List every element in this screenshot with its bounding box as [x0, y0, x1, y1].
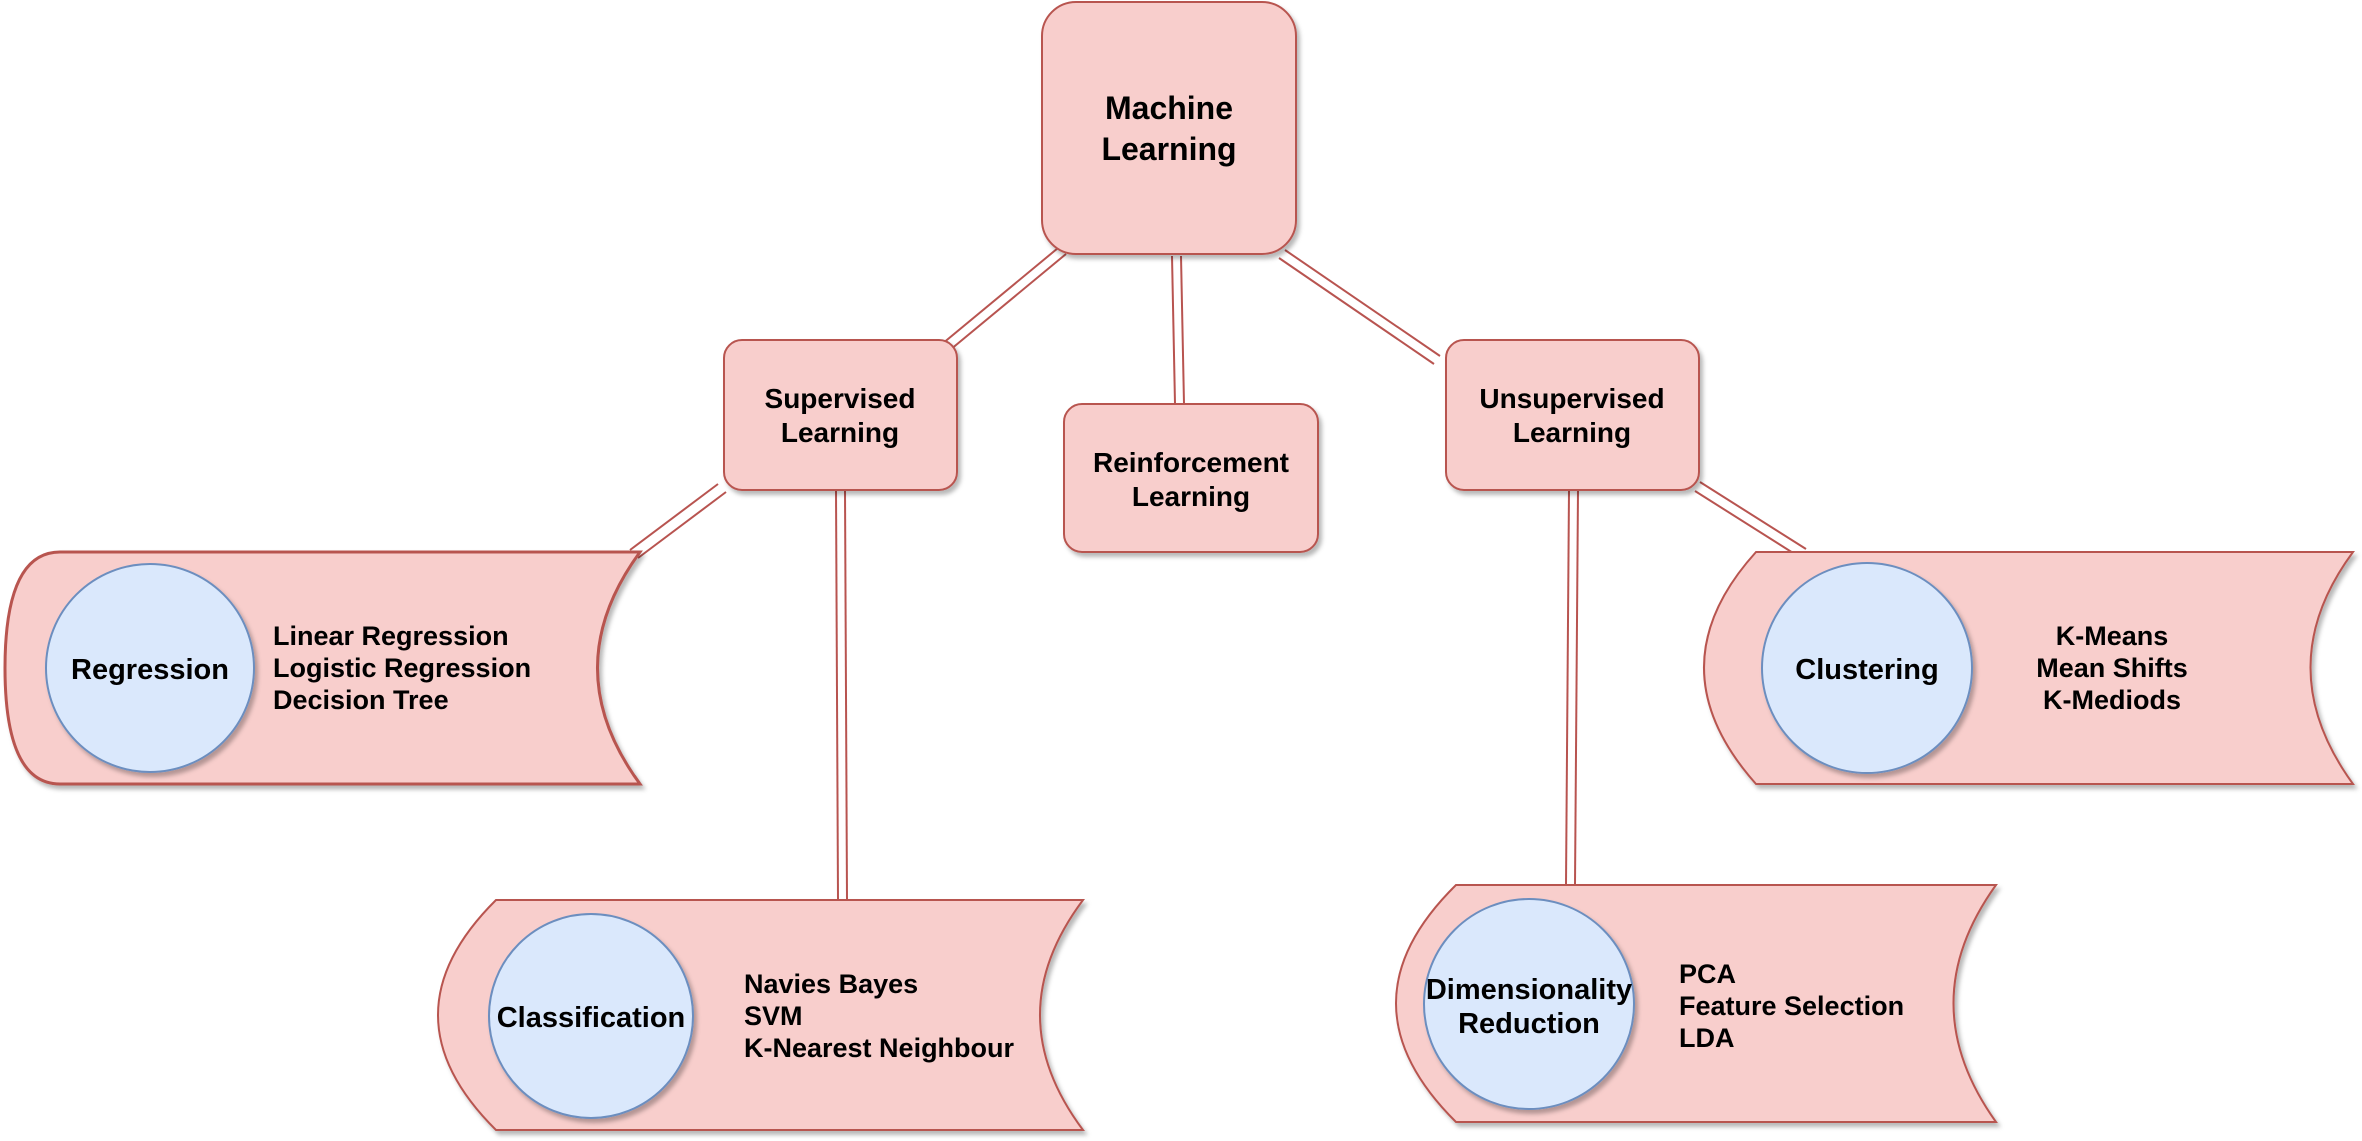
connector-supervised-regression [629, 483, 727, 559]
dimensionality-reduction-group: Dimensionality Reduction PCA Feature Sel… [1395, 884, 1998, 1123]
dimensionality-reduction-item: PCA [1679, 959, 1736, 989]
root-node: Machine Learning [1041, 1, 1297, 255]
connectors [629, 247, 1807, 901]
dimensionality-reduction-label-line2: Reduction [1458, 1008, 1600, 1040]
connector-root-reinforcement [1171, 255, 1185, 405]
classification-group: Classification Navies Bayes SVM K-Neares… [437, 899, 1085, 1131]
dimensionality-reduction-item: LDA [1679, 1023, 1735, 1053]
supervised-learning-node: Supervised Learning [723, 339, 958, 491]
clustering-group: Clustering K-Means Mean Shifts K-Mediods [1703, 551, 2355, 785]
root-title-line2: Learning [1101, 131, 1236, 167]
connector-unsupervised-clustering [1694, 481, 1807, 559]
clustering-item: Mean Shifts [2036, 653, 2188, 683]
unsupervised-learning-node: Unsupervised Learning [1445, 339, 1700, 491]
clustering-label: Clustering [1795, 654, 1938, 686]
clustering-item: K-Means [2056, 621, 2169, 651]
unsupervised-learning-box [1445, 339, 1700, 491]
classification-item: SVM [744, 1001, 803, 1031]
classification-item: K-Nearest Neighbour [744, 1033, 1015, 1063]
unsupervised-learning-line2: Learning [1513, 417, 1631, 448]
regression-item: Linear Regression [273, 621, 509, 651]
regression-label: Regression [71, 654, 229, 686]
reinforcement-learning-line1: Reinforcement [1093, 447, 1289, 478]
dimensionality-reduction-circle [1423, 898, 1635, 1110]
connector-unsupervised-dimensionality [1565, 489, 1579, 885]
connector-supervised-classification [835, 489, 848, 901]
clustering-item: K-Mediods [2043, 685, 2181, 715]
supervised-learning-line2: Learning [781, 417, 899, 448]
classification-circle [488, 913, 694, 1119]
regression-circle [45, 563, 255, 773]
reinforcement-learning-box [1063, 403, 1319, 553]
reinforcement-learning-node: Reinforcement Learning [1063, 403, 1319, 553]
dimensionality-reduction-label-line1: Dimensionality [1426, 974, 1632, 1006]
unsupervised-learning-line1: Unsupervised [1479, 383, 1664, 414]
classification-item: Navies Bayes [744, 969, 918, 999]
classification-label: Classification [497, 1002, 686, 1034]
root-node-box [1041, 1, 1297, 255]
supervised-learning-line1: Supervised [765, 383, 916, 414]
root-title-line1: Machine [1105, 90, 1233, 126]
reinforcement-learning-line2: Learning [1132, 481, 1250, 512]
regression-item: Decision Tree [273, 685, 449, 715]
supervised-learning-box [723, 339, 958, 491]
dimensionality-reduction-item: Feature Selection [1679, 991, 1904, 1021]
regression-group: Regression Linear Regression Logistic Re… [3, 550, 643, 786]
regression-item: Logistic Regression [273, 653, 531, 683]
connector-root-unsupervised [1278, 249, 1441, 365]
connector-root-supervised [941, 247, 1067, 351]
clustering-circle [1761, 562, 1973, 774]
